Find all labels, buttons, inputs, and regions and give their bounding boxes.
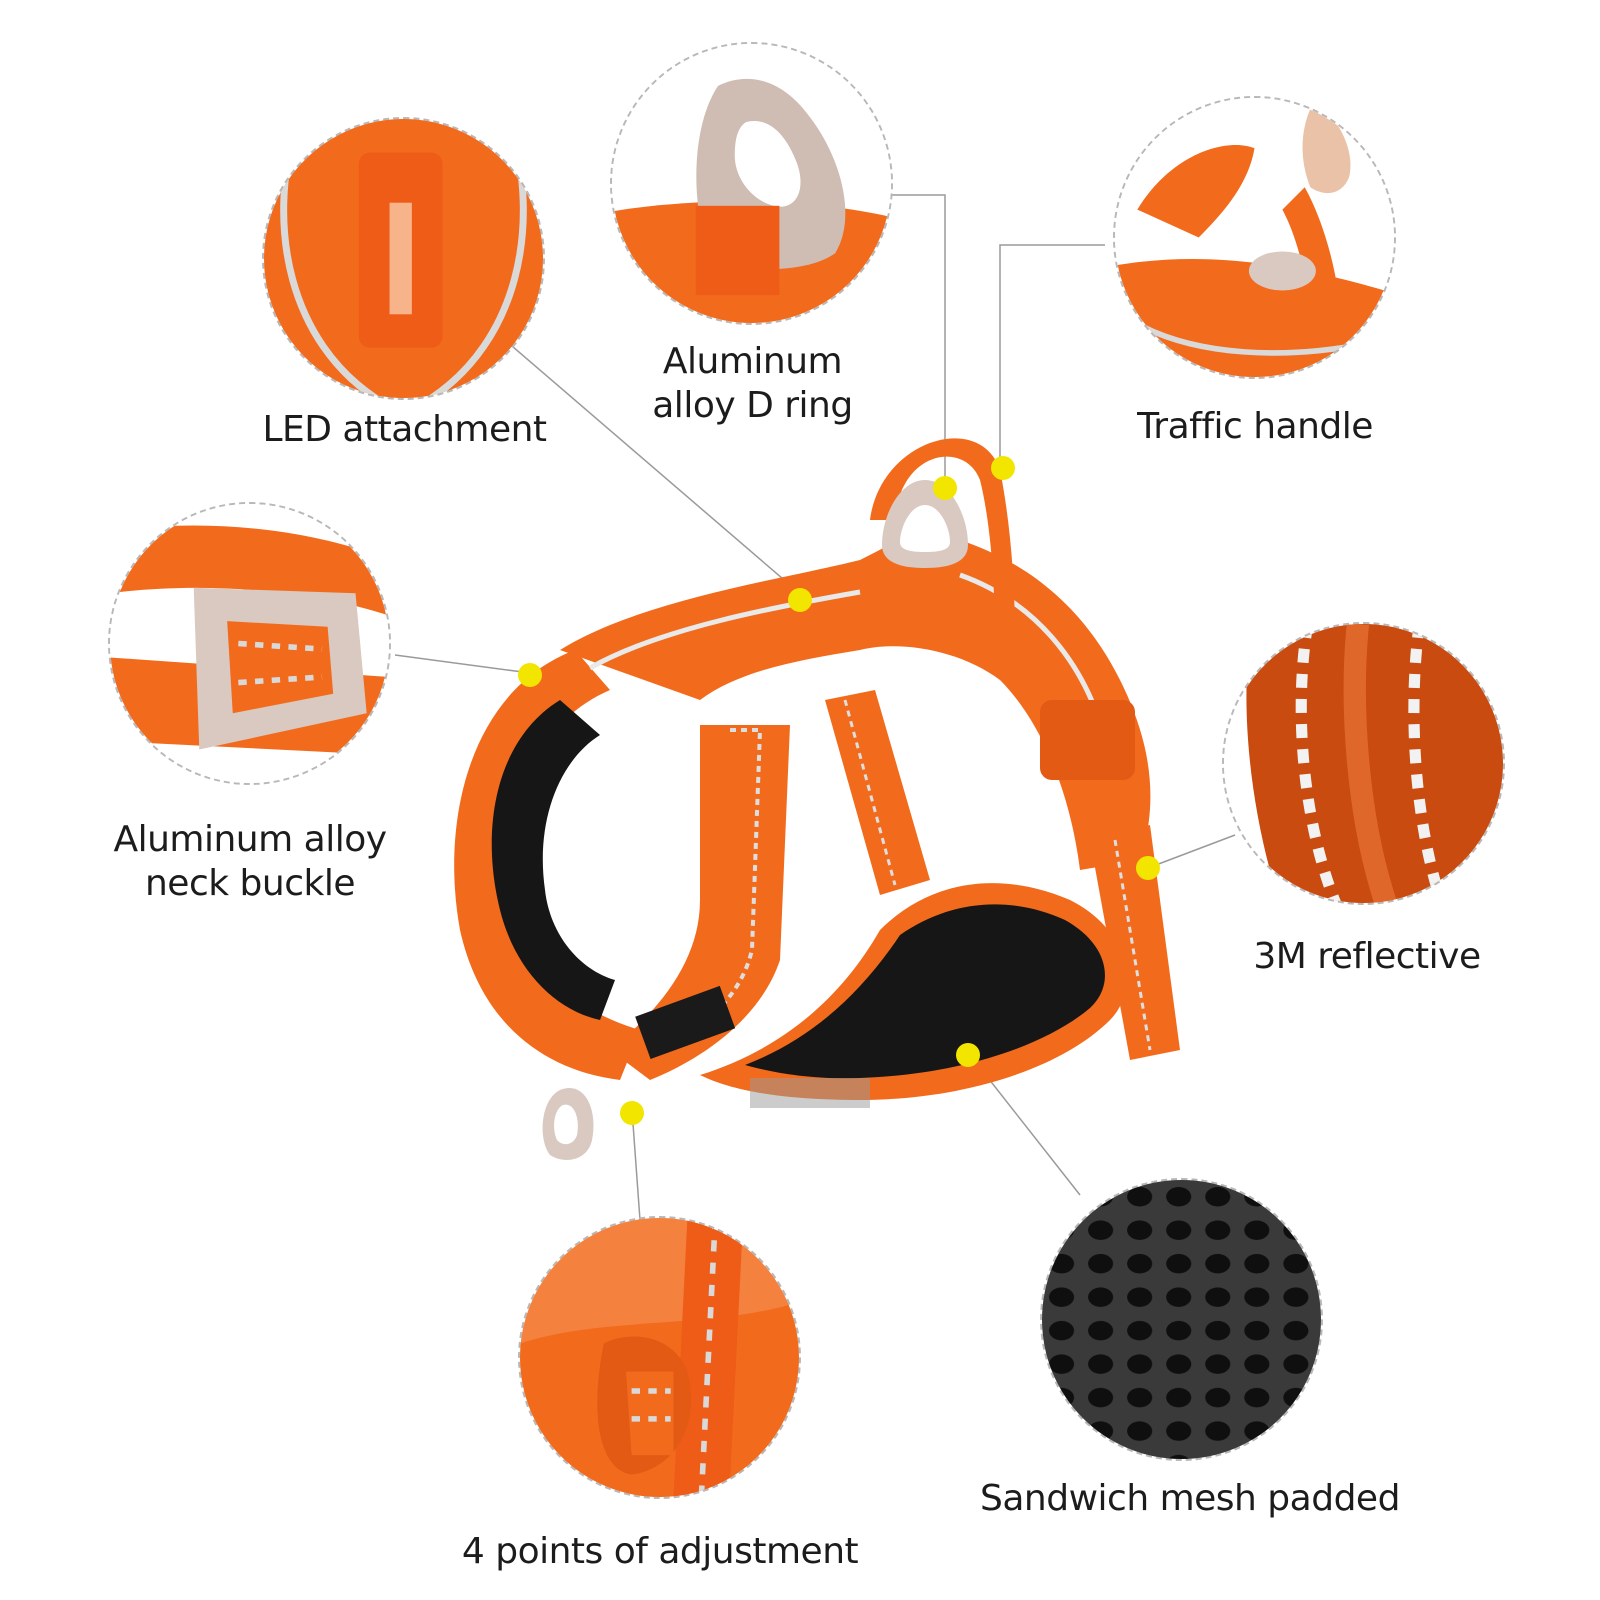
led-attachment-detail-image xyxy=(262,117,545,400)
reflective-label: 3M reflective xyxy=(1253,936,1481,977)
traffic-handle-label: Traffic handle xyxy=(1137,406,1373,447)
d-ring-detail-image xyxy=(610,42,893,325)
mesh-padding-detail-image xyxy=(1040,1178,1323,1461)
adjustment-label: 4 points of adjustment xyxy=(461,1531,859,1572)
d-ring-label: Aluminum alloy D ring xyxy=(652,341,853,426)
mesh-padded-label: Sandwich mesh padded xyxy=(980,1478,1400,1519)
traffic-handle-detail-image xyxy=(1113,96,1396,379)
reflective-strap-detail-image xyxy=(1222,622,1505,905)
neck-buckle-detail-image xyxy=(108,502,391,785)
neck-buckle-label: Aluminum alloy neck buckle xyxy=(113,819,387,904)
led-attachment-label: LED attachment xyxy=(262,409,547,450)
adjustment-detail-image xyxy=(518,1216,801,1499)
feature-dots xyxy=(518,456,1160,1125)
